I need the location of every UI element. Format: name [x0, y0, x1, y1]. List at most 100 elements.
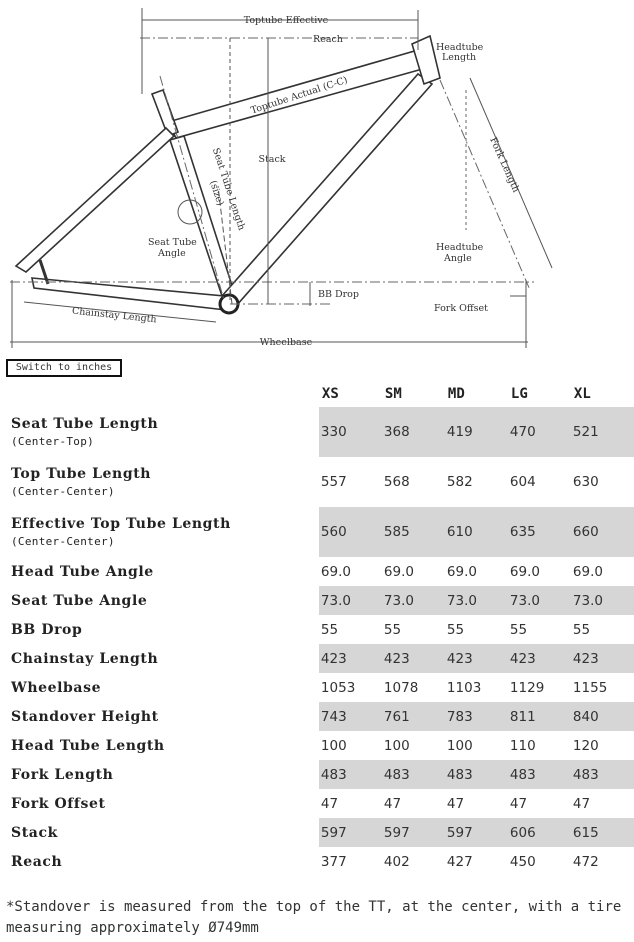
cell-value: 1078 [383, 679, 419, 696]
cell-value: 402 [383, 853, 410, 870]
cell-value: 483 [444, 760, 508, 789]
table-row: Effective Top Tube Length(Center-Center)… [0, 507, 634, 557]
cell-value: 330 [318, 407, 382, 457]
cell-value: 73.0 [381, 586, 445, 615]
row-label: Effective Top Tube Length(Center-Center) [0, 507, 319, 557]
cell-value: 423 [381, 644, 445, 673]
seat-tube [150, 88, 238, 304]
row-label-sub: (Center-Center) [11, 535, 115, 548]
cell-value: 470 [507, 407, 571, 457]
row-label: Seat Tube Angle [0, 586, 319, 615]
cell-value: 69.0 [383, 563, 414, 580]
cell-value: 783 [444, 702, 508, 731]
size-header-row: XS SM MD LG XL [0, 381, 634, 407]
cell-value: 55 [509, 621, 528, 638]
row-label: Chainstay Length [0, 644, 319, 673]
cell-value: 55 [320, 621, 339, 638]
cell-value: 1053 [320, 679, 356, 696]
row-label: Fork Offset [0, 789, 319, 818]
cell-value: 557 [320, 474, 347, 490]
label-fork-length: Fork Length [487, 136, 521, 195]
row-label-text: Top Tube Length [11, 466, 152, 482]
cell-value: 483 [381, 760, 445, 789]
row-label-text: Head Tube Length [11, 737, 165, 754]
cell-value: 47 [572, 795, 591, 812]
cell-value: 423 [318, 644, 382, 673]
row-label: Fork Length [0, 760, 319, 789]
cell-value: 761 [381, 702, 445, 731]
row-label-text: Chainstay Length [11, 650, 159, 667]
cell-value: 47 [320, 795, 339, 812]
cell-value: 597 [444, 818, 508, 847]
seat-stay [14, 126, 176, 273]
cell-value: 423 [444, 644, 508, 673]
row-label: Wheelbase [0, 673, 319, 702]
label-fork-offset: Fork Offset [434, 303, 488, 314]
row-label-sub: (Center-Center) [11, 485, 115, 498]
label-reach: Reach [313, 34, 343, 45]
cell-value: 427 [446, 853, 473, 870]
row-label-text: Fork Length [11, 766, 114, 783]
row-label-text: Standover Height [11, 708, 159, 725]
cell-value: 568 [383, 474, 410, 490]
cell-value: 423 [507, 644, 571, 673]
cell-value: 483 [507, 760, 571, 789]
cell-value: 73.0 [318, 586, 382, 615]
cell-value: 69.0 [320, 563, 351, 580]
cell-value: 630 [572, 474, 599, 490]
cell-value: 368 [381, 407, 445, 457]
standover-footnote: *Standover is measured from the top of t… [6, 899, 622, 936]
cell-value: 585 [381, 507, 445, 557]
cell-value: 483 [318, 760, 382, 789]
cell-value: 73.0 [444, 586, 508, 615]
row-label: Standover Height [0, 702, 319, 731]
size-header-sm: SM [384, 386, 402, 402]
geometry-table: XS SM MD LG XL Seat Tube Length(Center-T… [0, 381, 634, 876]
row-label-text: Wheelbase [11, 679, 102, 696]
cell-value: 73.0 [507, 586, 571, 615]
cell-value: 811 [507, 702, 571, 731]
cell-value: 47 [383, 795, 402, 812]
label-bb-drop: BB Drop [318, 289, 359, 300]
label-wheelbase: Wheelbase [260, 337, 313, 348]
cell-value: 110 [509, 737, 536, 754]
cell-value: 472 [572, 853, 599, 870]
cell-value: 55 [383, 621, 402, 638]
cell-value: 606 [507, 818, 571, 847]
cell-value: 635 [507, 507, 571, 557]
row-label-sub: (Center-Top) [11, 435, 95, 448]
size-header-xs: XS [321, 386, 339, 402]
cell-value: 1103 [446, 679, 482, 696]
size-header-lg: LG [510, 386, 528, 402]
table-row: Top Tube Length (Center-Center) 557 568 582 6… [0, 457, 634, 507]
size-header-xl: XL [573, 386, 591, 402]
row-label-text: Head Tube Angle [11, 563, 154, 580]
cell-value: 582 [446, 474, 473, 490]
header-spacer [0, 381, 319, 407]
size-header-md: MD [447, 386, 465, 402]
row-label: Reach [0, 847, 319, 876]
row-label: Top Tube Length (Center-Center) [0, 457, 319, 507]
cell-value: 55 [572, 621, 591, 638]
row-label: Seat Tube Length(Center-Top) [0, 407, 319, 457]
label-stack: Stack [258, 154, 285, 165]
cell-value: 660 [570, 507, 634, 557]
cell-value: 69.0 [446, 563, 477, 580]
switch-to-inches-button[interactable]: Switch to inches [6, 359, 122, 377]
cell-value: 483 [570, 760, 634, 789]
cell-value: 597 [381, 818, 445, 847]
cell-value: 610 [444, 507, 508, 557]
cell-value: 120 [572, 737, 599, 754]
row-label-text: Fork Offset [11, 795, 106, 812]
